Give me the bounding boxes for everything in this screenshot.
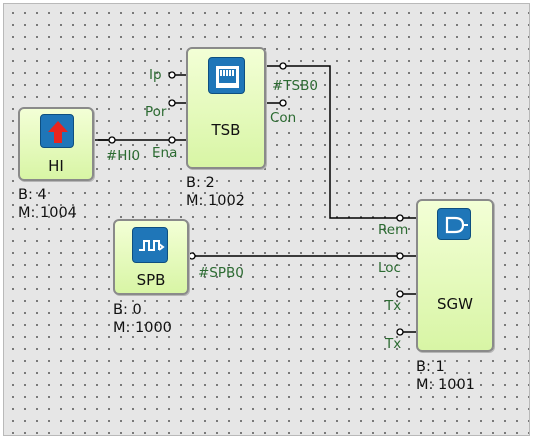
block-b-value: B: 1 bbox=[416, 359, 445, 375]
pin-label-rem: Rem bbox=[378, 222, 409, 238]
pin-dot-tsb-ip[interactable] bbox=[168, 71, 176, 79]
block-hi[interactable]: HI bbox=[18, 107, 94, 181]
pin-label-ena: Ena bbox=[152, 145, 178, 161]
gate-icon bbox=[437, 208, 471, 240]
pulse-signal-icon bbox=[132, 227, 168, 263]
pin-label-loc: Loc bbox=[378, 260, 401, 276]
pin-dot-tsb-por[interactable] bbox=[168, 99, 176, 107]
up-arrow-icon bbox=[40, 114, 74, 148]
block-name: HI bbox=[48, 157, 64, 175]
pin-label-tx: Tx bbox=[385, 298, 402, 314]
block-b-value: B: 0 bbox=[113, 302, 142, 318]
block-address: B: 4 M: 1004 bbox=[18, 186, 77, 222]
pin-label-tsb0: #TSB0 bbox=[272, 78, 318, 94]
block-b-value: B: 4 bbox=[18, 187, 47, 203]
pin-dot-spb-out[interactable] bbox=[188, 252, 196, 260]
block-b-value: B: 2 bbox=[186, 175, 215, 191]
block-address: B: 2 M: 1002 bbox=[186, 174, 245, 210]
pin-dot-sgw-loc[interactable] bbox=[396, 252, 404, 260]
wire-tsb0-to-sgw-rem[interactable] bbox=[285, 65, 400, 219]
ethernet-port-icon bbox=[208, 57, 245, 94]
pin-dot-sgw-tx2[interactable] bbox=[396, 328, 404, 336]
block-sgw[interactable]: SGW bbox=[416, 199, 494, 352]
block-m-value: M: 1001 bbox=[416, 377, 475, 393]
block-address: B: 1 M: 1001 bbox=[416, 358, 475, 394]
block-name: TSB bbox=[211, 121, 241, 139]
net-label: #SPB0 bbox=[198, 265, 244, 281]
block-spb[interactable]: SPB bbox=[113, 219, 189, 295]
pin-label-por: Por bbox=[145, 104, 167, 120]
pin-dot-sgw-tx1[interactable] bbox=[396, 290, 404, 298]
pin-label-ip: Ip bbox=[149, 67, 162, 83]
block-address: B: 0 M: 1000 bbox=[113, 301, 172, 337]
block-tsb[interactable]: TSB bbox=[186, 47, 266, 169]
pin-dot-tsb-out0[interactable] bbox=[279, 62, 287, 70]
pin-label-tx: Tx bbox=[385, 336, 402, 352]
block-name: SPB bbox=[136, 271, 166, 289]
block-name: SGW bbox=[437, 295, 473, 313]
pin-label-con: Con bbox=[270, 110, 297, 126]
block-m-value: M: 1000 bbox=[113, 320, 172, 336]
net-label: #HI0 bbox=[106, 148, 141, 164]
block-m-value: M: 1002 bbox=[186, 193, 245, 209]
pin-dot-sgw-rem[interactable] bbox=[396, 214, 404, 222]
pin-dot-tsb-con[interactable] bbox=[279, 99, 287, 107]
block-m-value: M: 1004 bbox=[18, 205, 77, 221]
pin-dot-hi-out[interactable] bbox=[108, 136, 116, 144]
pin-dot-tsb-ena[interactable] bbox=[168, 136, 176, 144]
